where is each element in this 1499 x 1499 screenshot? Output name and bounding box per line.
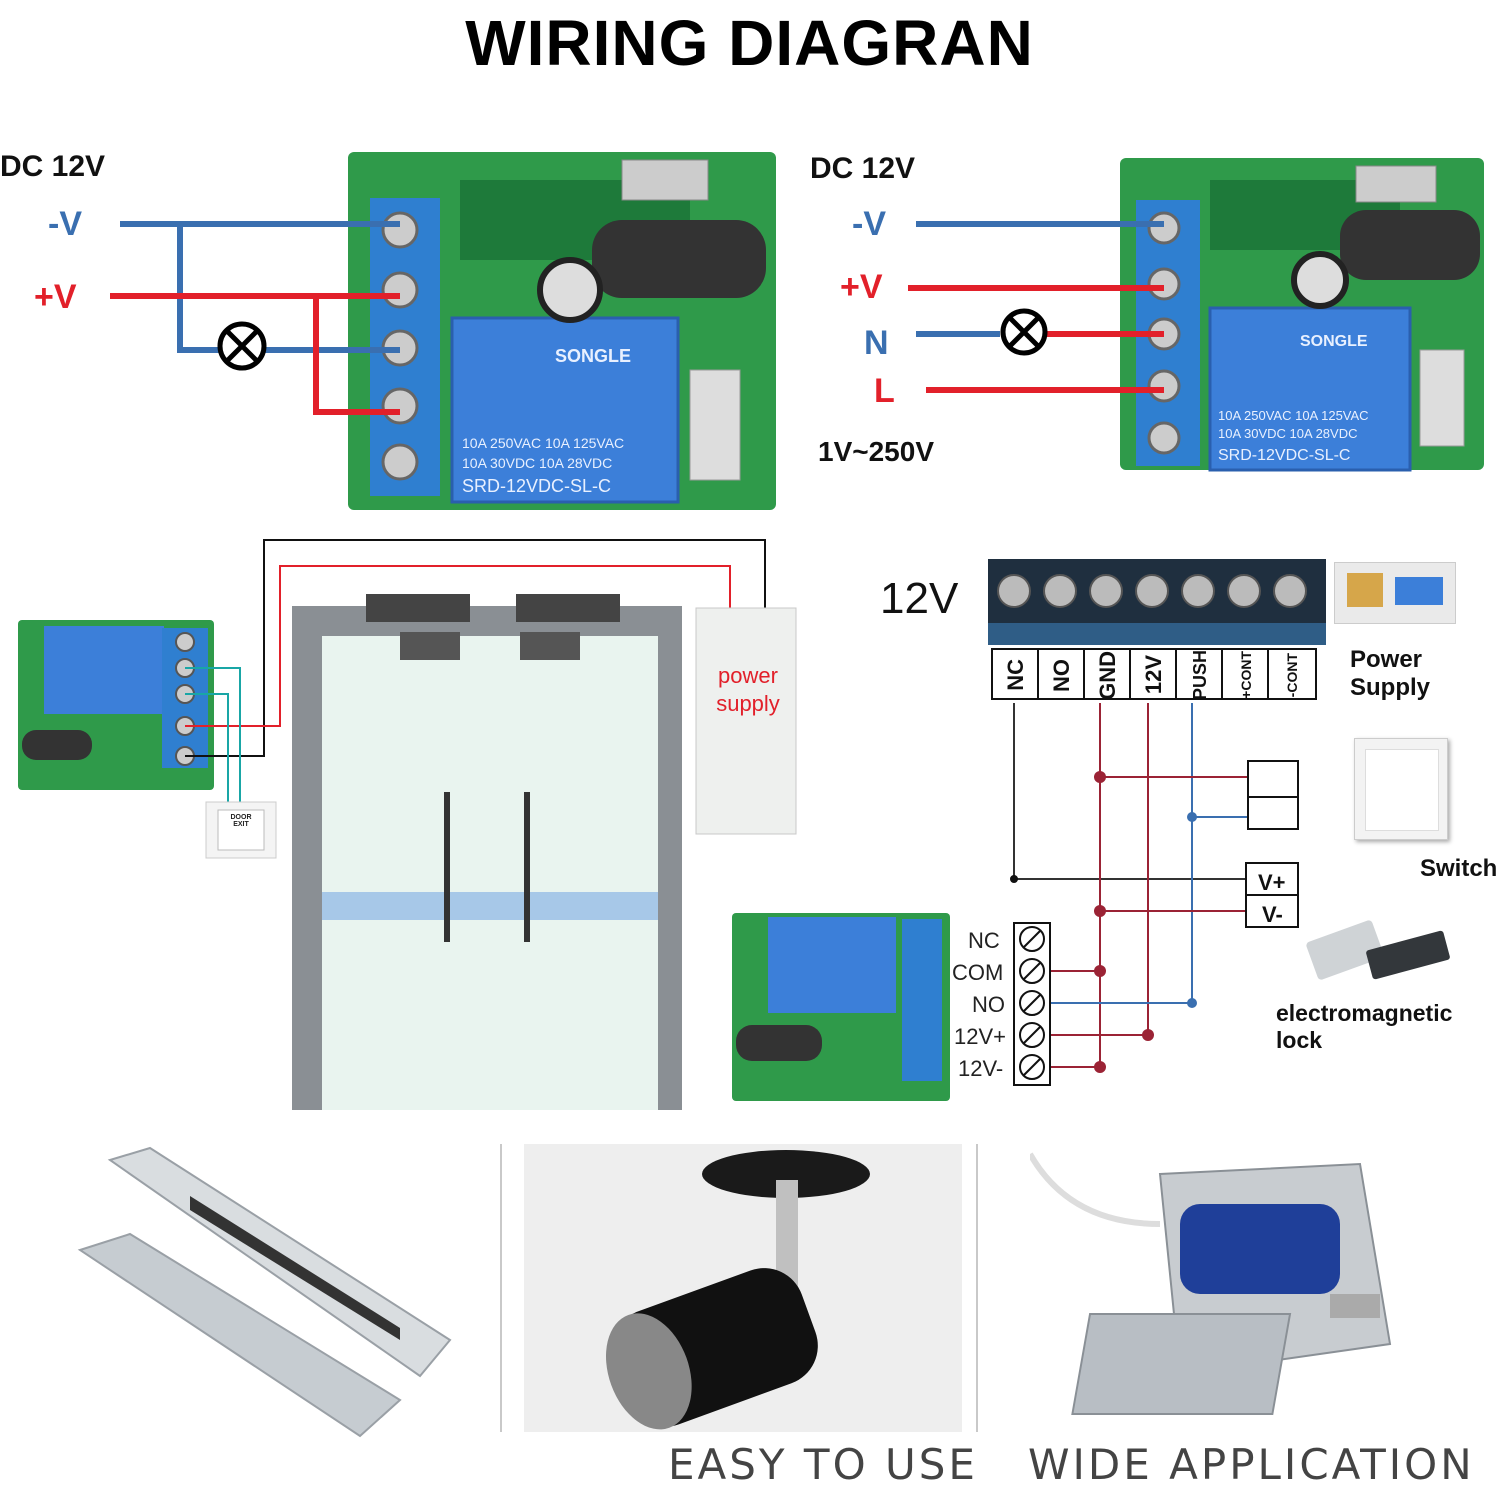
- lamp-icon: [217, 321, 267, 371]
- svg-text:SRD-12VDC-SL-C: SRD-12VDC-SL-C: [1218, 447, 1350, 464]
- exit-button-label-1: DOOR: [230, 814, 252, 821]
- caption-wide-application: WIDE APPLICATION: [1028, 1440, 1475, 1489]
- terminal-voltage-label: 12V: [880, 574, 959, 623]
- power-supply-image: [1334, 562, 1456, 624]
- relay-rating-1: 10A 250VAC 10A 125VAC: [462, 435, 624, 451]
- switch-caption: Switch: [1420, 855, 1498, 882]
- divider-2: [976, 1144, 978, 1432]
- terminal-label-no: NO: [1049, 658, 1074, 692]
- right-plus-label: +V: [840, 268, 883, 306]
- lock-caption: electromagnetic lock: [1276, 1000, 1453, 1053]
- vplus-label: V+: [1258, 870, 1286, 895]
- solenoid-lock-image: [1030, 1152, 1392, 1415]
- right-relay-diagram: SONGLE 10A 250VAC 10A 125VAC 10A 30VDC 1…: [908, 158, 1484, 472]
- relay-rating-2: 10A 30VDC 10A 28VDC: [462, 455, 612, 471]
- terminal-wiring-diagram: [732, 559, 1334, 1101]
- power-supply-label-2: supply: [716, 691, 780, 716]
- magnetic-lock-image: [77, 1146, 452, 1438]
- relay-terminal-nc: NC: [968, 928, 1000, 953]
- door-wiring-diagram: [18, 539, 797, 1110]
- terminal-label-nc: NC: [1003, 659, 1028, 691]
- svg-text:10A 30VDC 10A 28VDC: 10A 30VDC 10A 28VDC: [1218, 426, 1357, 441]
- switch-image: [1354, 738, 1448, 840]
- left-minus-label: -V: [48, 205, 82, 243]
- terminal-label-plus-cont: +CONT: [1238, 651, 1254, 699]
- relay-terminal-12vplus: 12V+: [954, 1024, 1006, 1049]
- terminal-label-minus-cont: -CONT: [1284, 652, 1300, 698]
- relay-terminal-com: COM: [952, 960, 1004, 985]
- left-plus-label: +V: [34, 278, 77, 316]
- divider-1: [500, 1144, 502, 1432]
- left-supply-label: DC 12V: [0, 150, 106, 183]
- lock-image-2: [1365, 930, 1451, 980]
- power-supply-label-1: power: [718, 663, 778, 688]
- power-supply-caption: Power Supply: [1350, 646, 1431, 701]
- right-range-label: 1V~250V: [818, 436, 934, 467]
- right-minus-label: -V: [852, 205, 886, 243]
- right-supply-label: DC 12V: [810, 152, 916, 185]
- spotlight-image: [524, 1144, 962, 1432]
- relay-terminal-12vminus: 12V-: [958, 1056, 1004, 1081]
- terminal-label-push: PUSH: [1189, 650, 1210, 701]
- caption-easy-to-use: EASY TO USE: [668, 1440, 978, 1489]
- relay-model: SRD-12VDC-SL-C: [462, 476, 611, 496]
- right-neutral-label: N: [864, 324, 889, 362]
- terminal-label-gnd: GND: [1095, 650, 1120, 700]
- terminal-label-12v: 12V: [1141, 655, 1166, 695]
- vminus-label: V-: [1262, 902, 1283, 927]
- svg-text:SONGLE: SONGLE: [1300, 333, 1368, 350]
- page-title: WIRING DIAGRAN: [465, 7, 1034, 79]
- right-live-label: L: [874, 372, 895, 410]
- exit-button-label-2: EXIT: [233, 821, 249, 828]
- left-relay-diagram: SONGLE 10A 250VAC 10A 125VAC 10A 30VDC 1…: [110, 152, 776, 510]
- svg-text:10A 250VAC 10A 125VAC: 10A 250VAC 10A 125VAC: [1218, 408, 1369, 423]
- relay-brand: SONGLE: [555, 346, 631, 366]
- lamp-icon: [1000, 308, 1048, 356]
- relay-terminal-no: NO: [972, 992, 1005, 1017]
